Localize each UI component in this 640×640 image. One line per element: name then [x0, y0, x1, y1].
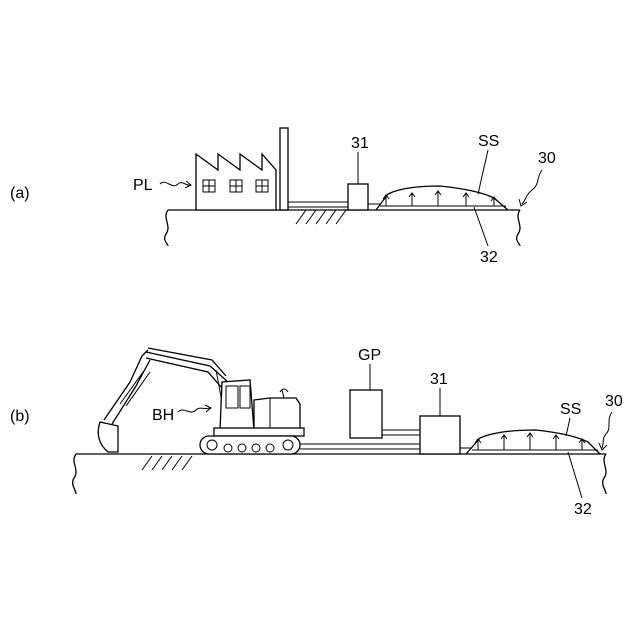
figure-a-factory — [196, 128, 288, 210]
figure-b-unit-box — [420, 416, 460, 454]
figure-a-leader-plant — [160, 182, 190, 185]
figure-b: (b) — [10, 347, 623, 518]
figure-a-label-soil: SS — [478, 133, 499, 150]
figure-b-label-backhoe: BH — [152, 407, 174, 424]
figure-a-ground-break-left — [165, 210, 168, 246]
figure-b-hatching — [142, 456, 192, 470]
figure-a-label-ground: 30 — [538, 150, 556, 167]
figure-b-pipe — [300, 444, 420, 449]
figure-a: (a) PL 31 — [10, 128, 556, 266]
figure-a-label-pipe: 32 — [480, 249, 498, 266]
figure-b-label-unit: 31 — [430, 371, 448, 388]
figure-a-ground-break-right — [517, 210, 520, 246]
figure-a-label-plant: PL — [133, 177, 153, 194]
figure-a-hatching — [296, 210, 346, 224]
figure-a-marker: (a) — [10, 185, 30, 202]
figure-a-pipe — [288, 202, 348, 207]
figure-b-backhoe — [98, 348, 304, 454]
figure-b-marker: (b) — [10, 408, 30, 425]
figure-b-generator-box — [350, 390, 382, 438]
figure-a-unit-box — [348, 184, 368, 210]
figure-b-label-ground: 30 — [605, 393, 623, 410]
figure-b-label-generator: GP — [358, 347, 381, 364]
figure-a-label-unit: 31 — [351, 135, 369, 152]
figure-b-label-soil: SS — [560, 401, 581, 418]
figure-b-label-pipe: 32 — [574, 501, 592, 518]
